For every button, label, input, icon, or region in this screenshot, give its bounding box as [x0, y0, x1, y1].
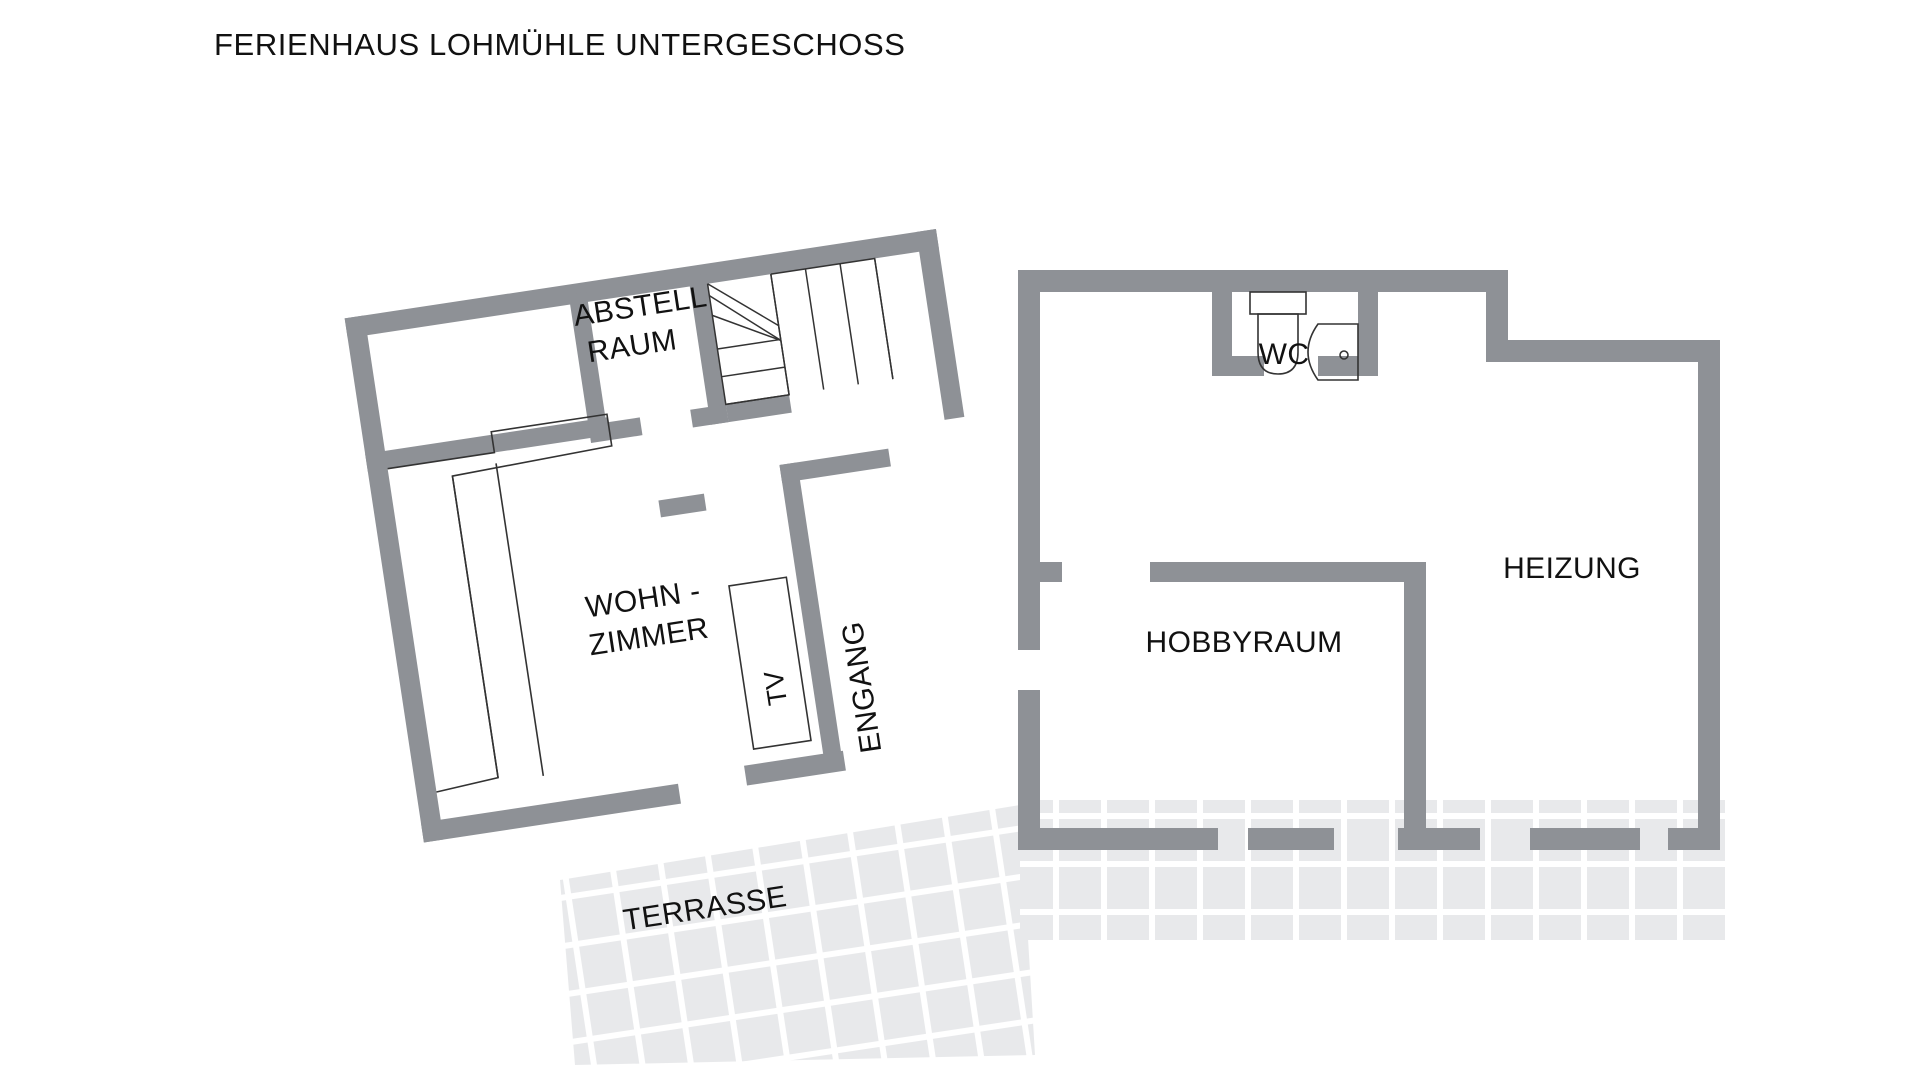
wc-fixtures [1249, 291, 1359, 381]
room-label-wc: WC [1259, 338, 1310, 371]
room-label-engang: ENGANG [836, 619, 888, 755]
room-label-abstellraum-line2: RAUM [585, 323, 679, 369]
wall-below-stair [725, 394, 792, 423]
terrace-area [560, 800, 1730, 1065]
left-wing-walls [344, 228, 965, 843]
wall-wohnzimmer-bottom [744, 750, 846, 786]
room-label-tv: TV [758, 669, 793, 708]
partition-hobby-heizung [1018, 562, 1426, 842]
partition-abstell-stair [688, 273, 729, 425]
partition-wohnzimmer-engang [779, 448, 891, 772]
page-title: FERIENHAUS LOHMÜHLE UNTERGESCHOSS [214, 27, 906, 62]
wall-below-abstell [588, 404, 729, 443]
left-wing: TV ABSTELL [344, 228, 965, 937]
right-wing: WC HOBBYRAUM HEIZUNG [1018, 270, 1720, 850]
built-in-bench [387, 413, 613, 793]
room-label-heizung: HEIZUNG [1503, 552, 1641, 585]
partition-closet-abstell [365, 291, 611, 472]
staircase [706, 257, 894, 406]
room-label-hobbyraum: HOBBYRAUM [1146, 626, 1343, 659]
terrace-tiles-right [1020, 800, 1730, 940]
right-wing-walls [1018, 270, 1720, 850]
wc-walls [1212, 292, 1378, 376]
stub-walls-wohnzimmer [658, 493, 707, 518]
tv-cabinet: TV [728, 576, 812, 750]
